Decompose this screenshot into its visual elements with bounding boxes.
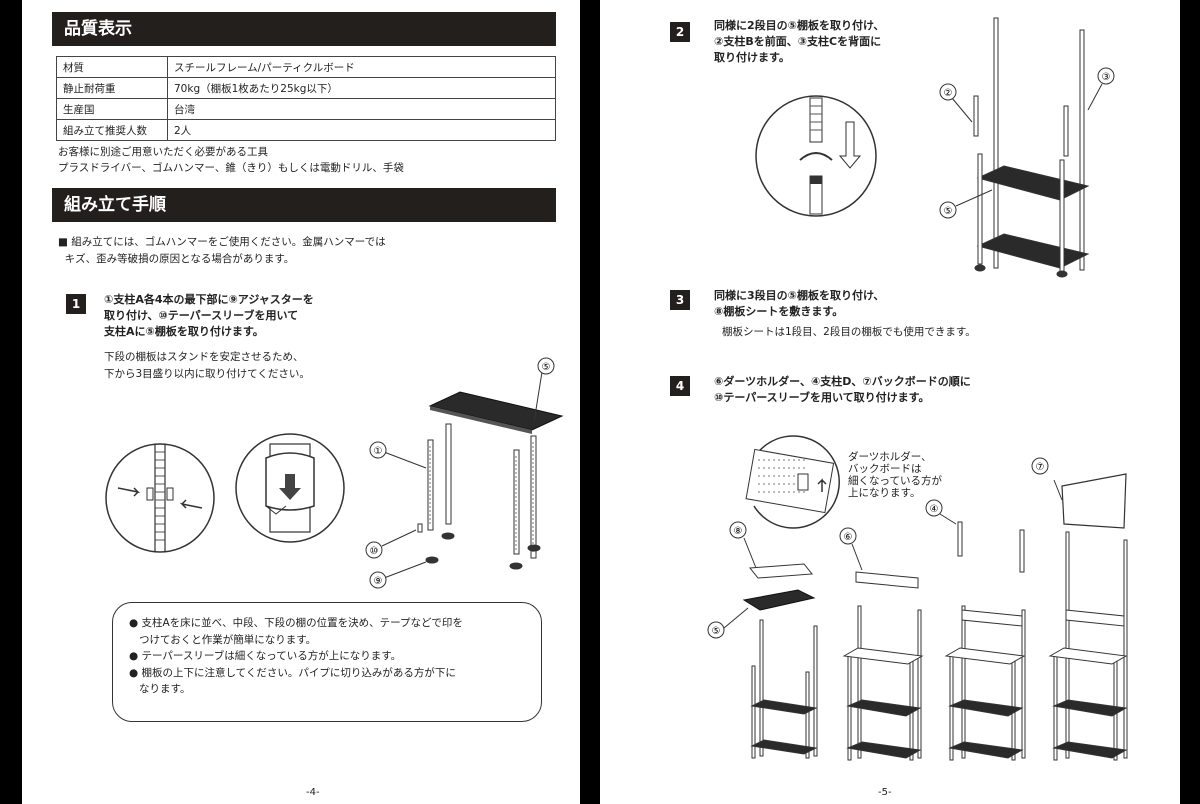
step-1-number: 1 <box>66 294 86 314</box>
step-1-title-1: ①支柱A各4本の最下部に⑨アジャスターを <box>104 293 314 306</box>
backboard-icon: ⑦ <box>1031 457 1127 529</box>
intro-line-1: ■ 組み立てには、ゴムハンマーをご使用ください。金属ハンマーでは <box>58 236 386 248</box>
part-label: ⑤ <box>944 206 953 217</box>
step-2-number: 2 <box>670 22 690 42</box>
step-2-illustration: ② ③ ⑤ <box>755 17 1115 278</box>
step-1-sub-2: 下から3目盛り以内に取り付けてください。 <box>104 368 310 380</box>
callout-text: ダーツホルダー、 バックボードは 細くなっている方が 上になります。 <box>848 450 945 499</box>
part-label: ⑩ <box>370 546 379 557</box>
dart-holder-icon: ⑥ <box>839 527 919 589</box>
page-right: 2 同様に2段目の⑤棚板を取り付け、 ②支柱Bを前面、③支柱Cを背面に 取り付け… <box>600 0 1180 804</box>
part-label: ⑤ <box>712 626 721 637</box>
table-row: 材質スチールフレーム/パーティクルボード <box>56 56 556 78</box>
note-line: なります。 <box>129 683 191 695</box>
step-3-title-1: 同様に3段目の⑤棚板を取り付け、 <box>714 289 885 302</box>
note-line: ● テーパースリーブは細くなっている方が上になります。 <box>129 650 402 662</box>
shelf-sheet-icon: ⑧ ⑤ <box>707 521 816 639</box>
callout-line: ダーツホルダー、 <box>848 450 932 463</box>
step-2-title-2: ②支柱Bを前面、③支柱Cを背面に <box>714 35 882 48</box>
shelf-board-icon: ⑤ <box>428 357 564 434</box>
part-label: ⑤ <box>542 362 551 373</box>
tools-line-2: プラスドライバー、ゴムハンマー、錐（きり）もしくは電動ドリル、手袋 <box>58 162 404 174</box>
holder-detail-icon <box>745 435 840 529</box>
part-label: ② <box>944 88 953 99</box>
shelf-stage-3-icon <box>944 605 1026 761</box>
part-label: ⑦ <box>1036 462 1045 473</box>
part-label: ⑥ <box>844 532 853 543</box>
notes-box: ● 支柱Aを床に並べ、中段、下段の棚の位置を決め、テープなどで印を つけておくと… <box>112 602 542 722</box>
step-4-title-2: ⑩テーパースリーブを用いて取り付けます。 <box>714 391 930 404</box>
note-line: つけておくと作業が簡単になります。 <box>129 633 317 646</box>
spec-key: 静止耐荷重 <box>56 77 168 99</box>
spec-value: 70kg（棚板1枚あたり25kg以下） <box>167 77 556 99</box>
intro-line-2: キズ、歪み等破損の原因となる場合があります。 <box>58 253 295 265</box>
step-4-title-1: ⑥ダーツホルダー、④支柱D、⑦バックボードの順に <box>714 375 971 388</box>
step-4-number: 4 <box>670 376 690 396</box>
page-number: -4- <box>306 787 320 798</box>
note-line: ● 棚板の上下に注意してください。パイプに切り込みがある方が下に <box>129 666 456 679</box>
pole-d-icon: ④ <box>925 499 1025 573</box>
tools-line-1: お客様に別途ご用意いただく必要がある工具 <box>58 146 268 158</box>
clip-detail-icon <box>105 443 215 553</box>
part-label: ① <box>374 446 383 457</box>
poles-icon <box>417 423 541 570</box>
part-label: ③ <box>1102 72 1111 83</box>
spec-value: スチールフレーム/パーティクルボード <box>167 56 556 78</box>
table-row: 生産国台湾 <box>56 98 556 120</box>
callout-line: バックボードは <box>848 463 922 475</box>
step-4-illustration: ダーツホルダー、 バックボードは 細くなっている方が 上になります。 ⑦ ④ ⑥ <box>707 435 1128 761</box>
assembly-heading: 組み立て手順 <box>52 188 556 222</box>
spec-key: 組み立て推奨人数 <box>56 119 168 141</box>
spec-value: 2人 <box>167 119 556 141</box>
step-2-title-1: 同様に2段目の⑤棚板を取り付け、 <box>714 19 885 32</box>
shelf-stage-1-icon <box>750 619 818 759</box>
step-1-illustration: ⑤ ① ⑩ ⑨ <box>105 357 564 589</box>
spec-key: 生産国 <box>56 98 168 120</box>
shelf-unit-icon <box>973 17 1090 278</box>
spec-value: 台湾 <box>167 98 556 120</box>
quality-heading: 品質表示 <box>52 12 556 46</box>
callout-line: 上になります。 <box>848 487 920 499</box>
shelf-stage-4-icon <box>1048 531 1128 761</box>
part-label: ⑨ <box>374 576 383 587</box>
insert-detail-icon <box>755 95 877 217</box>
callout-line: 細くなっている方が <box>848 474 942 487</box>
step-1-title-3: 支柱Aに⑤棚板を取り付けます。 <box>104 325 264 338</box>
shelf-stage-2-icon <box>842 605 924 761</box>
page-number: -5- <box>878 787 892 798</box>
step-3-sub: 棚板シートは1段目、2段目の棚板でも使用できます。 <box>722 326 976 338</box>
part-label: ④ <box>930 504 939 515</box>
step-1-title-2: 取り付け、⑩テーパースリーブを用いて <box>104 309 299 322</box>
spec-key: 材質 <box>56 56 168 78</box>
part-label: ⑧ <box>734 526 743 537</box>
note-line: ● 支柱Aを床に並べ、中段、下段の棚の位置を決め、テープなどで印を <box>129 617 463 629</box>
step-3-number: 3 <box>670 290 690 310</box>
step-1-sub-1: 下段の棚板はスタンドを安定させるため、 <box>104 351 304 363</box>
step-3-title-2: ⑧棚板シートを敷きます。 <box>714 305 844 318</box>
step-2-title-3: 取り付けます。 <box>714 51 790 64</box>
sleeve-detail-icon <box>235 433 345 543</box>
